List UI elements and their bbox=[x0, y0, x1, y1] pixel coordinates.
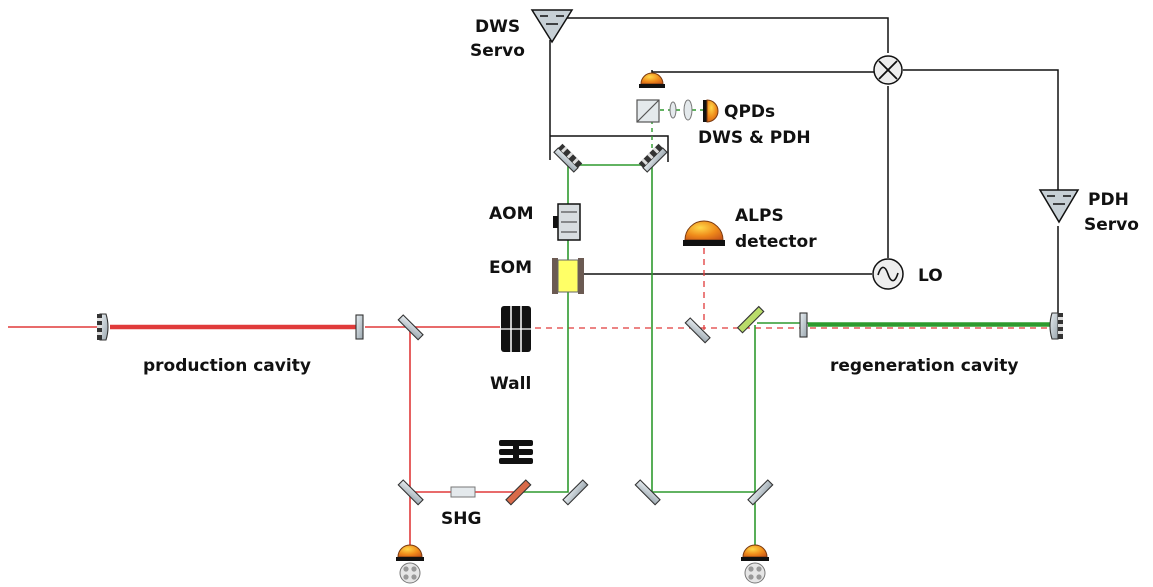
green-beam-paths bbox=[520, 109, 1052, 546]
aom-label: AOM bbox=[489, 204, 534, 224]
pdh-servo bbox=[1038, 189, 1080, 224]
regeneration-cavity-label: regeneration cavity bbox=[830, 356, 1018, 376]
lo-label: LO bbox=[918, 266, 943, 286]
eom-icon bbox=[552, 258, 584, 294]
signal-lines bbox=[549, 17, 1059, 318]
qpds-label-line1: QPDs bbox=[724, 102, 775, 122]
pdh-servo-label-line1: PDH bbox=[1088, 190, 1129, 210]
production-cavity-end-mirror bbox=[97, 313, 109, 341]
dichroic-mirror-icon bbox=[505, 305, 765, 506]
shg-label: SHG bbox=[441, 509, 481, 529]
alps-detector-label-line1: ALPS bbox=[735, 206, 784, 226]
beam-dump-icon bbox=[499, 440, 533, 464]
production-cavity-input-mirror bbox=[355, 314, 364, 340]
dws-servo-label-line1: DWS bbox=[475, 17, 520, 37]
photodiode-icon bbox=[639, 72, 665, 88]
local-oscillator-icon bbox=[872, 258, 904, 290]
mirror-icon bbox=[397, 314, 774, 506]
dws-servo bbox=[530, 9, 574, 44]
labels: DWS Servo QPDs DWS & PDH AOM EOM ALPS de… bbox=[143, 17, 1139, 529]
qpds-label-line2: DWS & PDH bbox=[698, 128, 811, 148]
shg-crystal-icon bbox=[450, 486, 476, 498]
eom-label: EOM bbox=[489, 258, 532, 278]
regeneration-cavity-input-mirror bbox=[799, 312, 808, 338]
photodiode-icon-bottom-left bbox=[396, 544, 424, 584]
red-beam-paths bbox=[8, 248, 1060, 546]
aom-icon bbox=[553, 203, 581, 241]
lens-icon bbox=[669, 99, 693, 121]
regeneration-cavity-end-mirror bbox=[1049, 312, 1063, 340]
production-cavity-label: production cavity bbox=[143, 356, 311, 376]
qpd-detector-icon bbox=[703, 99, 719, 123]
alps-detector-label-line2: detector bbox=[735, 232, 817, 252]
mixer-icon bbox=[873, 55, 903, 85]
wall-icon bbox=[501, 306, 531, 352]
alps-detector-icon bbox=[683, 220, 725, 246]
beam-splitter-icon bbox=[636, 99, 660, 123]
photodiode-icon-bottom-right bbox=[741, 544, 769, 584]
pdh-servo-label-line2: Servo bbox=[1084, 215, 1139, 235]
piezo-mirror-icon bbox=[553, 143, 668, 173]
wall-label: Wall bbox=[490, 374, 531, 394]
dws-servo-label-line2: Servo bbox=[470, 41, 525, 61]
